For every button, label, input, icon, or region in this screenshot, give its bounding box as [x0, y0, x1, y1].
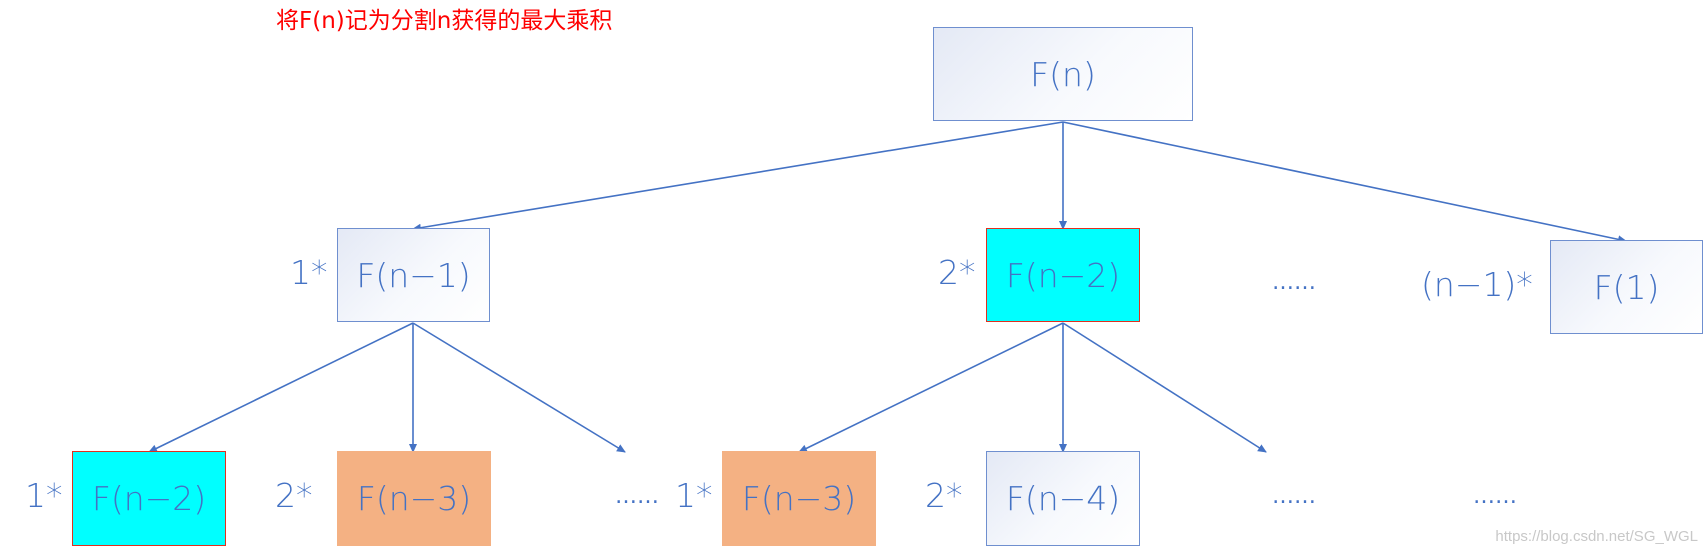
edge-root-l1-a [412, 121, 1064, 232]
node-l2-c-label: F(n−3) [741, 479, 857, 518]
node-l2-a: F(n−2) [72, 451, 226, 546]
node-root-label: F(n) [1030, 54, 1096, 94]
node-l1-a: F(n−1) [337, 228, 490, 322]
node-l2-b-label: F(n−3) [356, 479, 472, 518]
node-l2-d: F(n−4) [986, 451, 1140, 546]
edge-l1-a-ellipsis [412, 322, 626, 453]
node-l1-a-label: F(n−1) [356, 255, 471, 295]
multiplier-l1-b: 2* [938, 253, 976, 292]
node-l1-b-label: F(n−2) [1005, 255, 1121, 295]
node-l2-a-label: F(n−2) [91, 479, 207, 518]
edge-l1-a-l2-a [148, 322, 414, 453]
edge-root-l1-c [1062, 121, 1627, 244]
node-l1-c-label: F(1) [1593, 267, 1660, 307]
node-l2-b: F(n−3) [337, 451, 491, 546]
ellipsis-l2-left: …… [615, 484, 659, 509]
watermark: https://blog.csdn.net/SG_WGL [1495, 528, 1698, 545]
multiplier-l1-c: (n−1)* [1421, 265, 1533, 304]
ellipsis-l2-right: …… [1473, 484, 1517, 509]
edge-l1-b-l2-c [798, 322, 1064, 453]
multiplier-l2-a: 1* [25, 476, 63, 515]
node-l1-b: F(n−2) [986, 228, 1140, 322]
edge-l1-b-ellipsis [1062, 322, 1267, 453]
multiplier-l2-d: 2* [925, 476, 963, 515]
multiplier-l2-b: 2* [275, 476, 313, 515]
node-l2-c: F(n−3) [722, 451, 876, 546]
diagram-caption: 将F(n)记为分割n获得的最大乘积 [276, 8, 613, 34]
node-l1-c: F(1) [1550, 240, 1703, 334]
node-root: F(n) [933, 27, 1193, 121]
multiplier-l1-a: 1* [290, 253, 328, 292]
ellipsis-l2-mid: …… [1272, 484, 1316, 509]
multiplier-l2-c: 1* [675, 476, 713, 515]
node-l2-d-label: F(n−4) [1005, 479, 1121, 518]
ellipsis-l1: …… [1272, 270, 1316, 295]
